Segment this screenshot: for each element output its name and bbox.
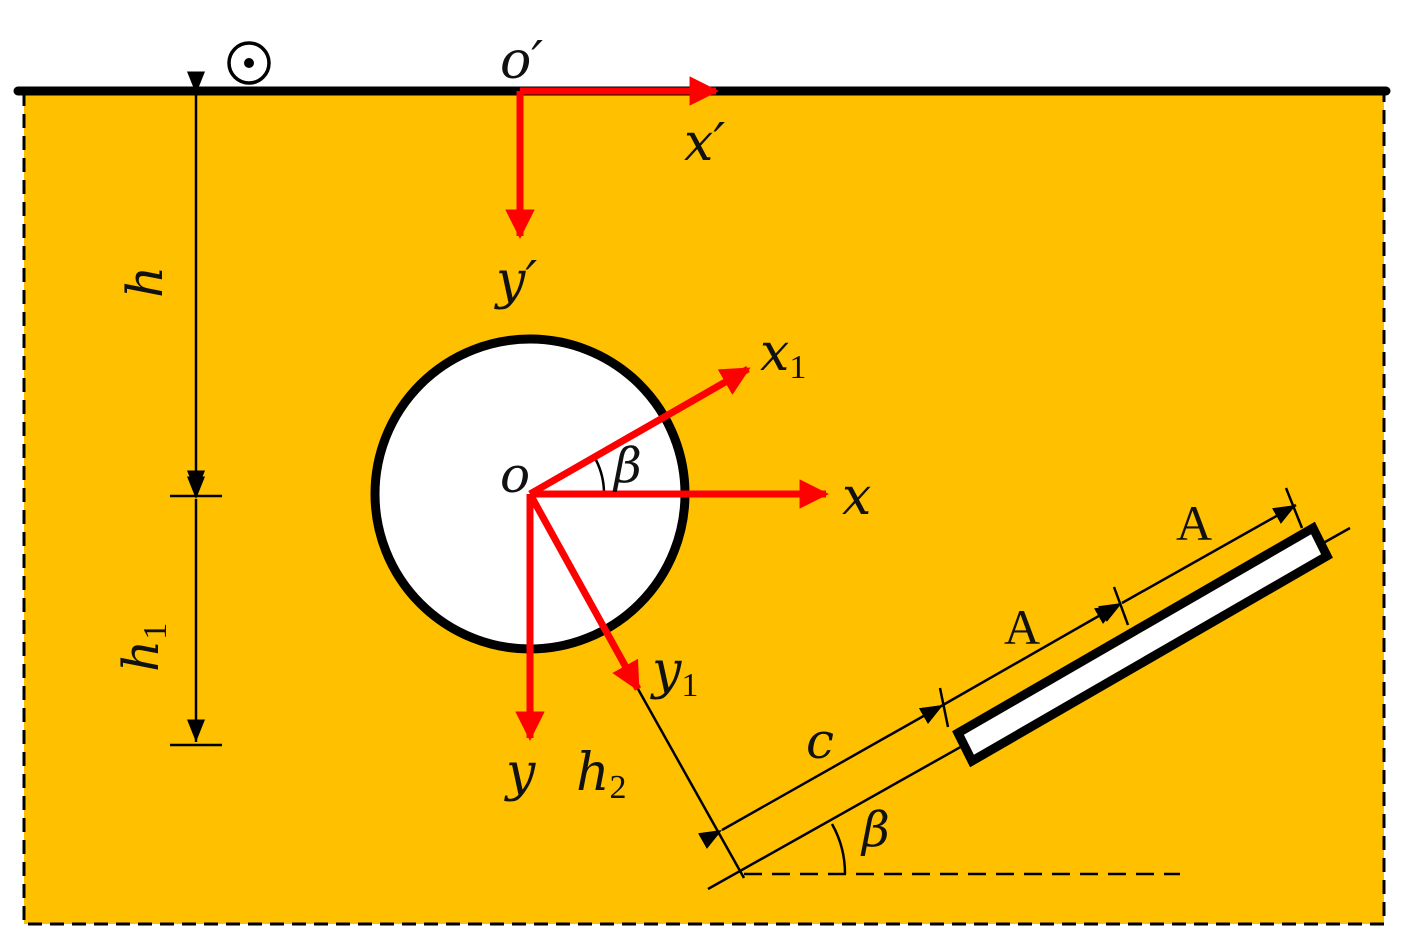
- label-h: h: [116, 266, 174, 298]
- inclined-crack-body: [952, 521, 1333, 768]
- label-h2-base: h: [576, 743, 610, 803]
- label-y1-base: y: [650, 641, 682, 701]
- dimension-c-line: [697, 703, 944, 849]
- label-y1-sub: 1: [681, 667, 698, 704]
- dimension-a-second-line: [1097, 503, 1297, 622]
- label-x1-base: x: [760, 323, 789, 383]
- label-x-prime: x′: [684, 113, 725, 173]
- dimension-a-first-line: [918, 603, 1119, 724]
- label-x1-sub: 1: [789, 349, 806, 386]
- y1-axis-arrow: [526, 492, 642, 692]
- label-h2: h2: [576, 743, 627, 806]
- label-a-second: A: [1176, 495, 1212, 551]
- x1-axis-arrow: [528, 365, 751, 498]
- label-a-first: A: [1004, 599, 1040, 655]
- label-y-prime: y′: [494, 251, 537, 311]
- label-y: y: [504, 743, 536, 803]
- label-h1-base: h: [112, 640, 170, 672]
- label-beta-bottom: β: [860, 802, 890, 858]
- label-h1-sub: 1: [137, 623, 174, 640]
- label-c: c: [806, 712, 834, 770]
- label-h1: h1: [112, 623, 174, 672]
- dimension-tick-c-start: [938, 687, 950, 728]
- label-x1: x1: [760, 323, 806, 386]
- dimension-tick-a-end: [1284, 487, 1304, 529]
- medium-dashed-boundary: [22, 92, 1386, 926]
- label-beta-center: β: [612, 438, 642, 494]
- dimension-tick-a-mid: [1112, 586, 1130, 626]
- circle-dot-icon: [227, 41, 271, 85]
- label-o-prime: o′: [500, 31, 543, 91]
- label-y1: y1: [650, 641, 698, 704]
- label-x: x: [842, 467, 871, 527]
- label-o: o: [500, 446, 530, 504]
- label-h2-sub: 2: [610, 769, 627, 806]
